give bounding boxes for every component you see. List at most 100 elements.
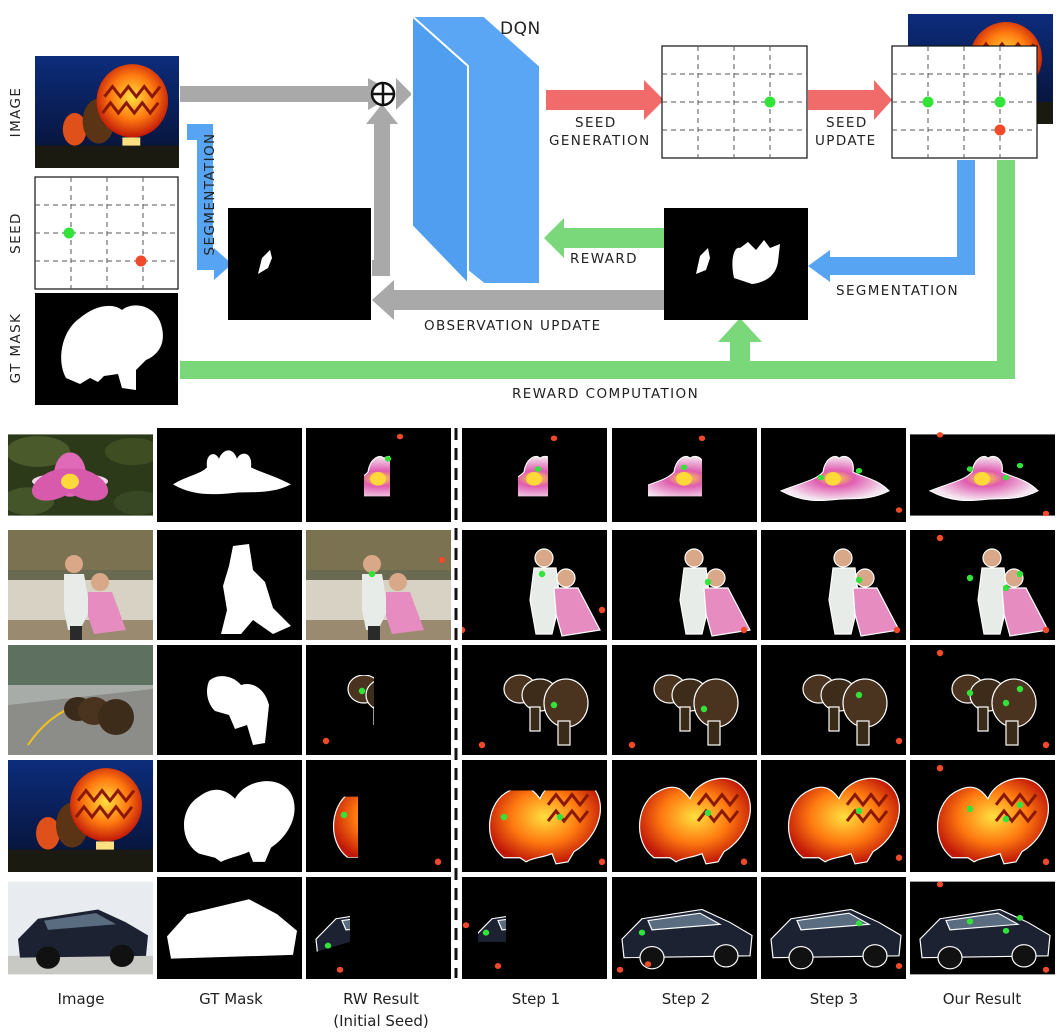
positive-seed-dot bbox=[1002, 699, 1010, 707]
result-step1-kids bbox=[462, 530, 607, 640]
positive-seed-dot bbox=[966, 918, 974, 925]
column-label-image: Image bbox=[57, 990, 105, 1008]
positive-seed-dot bbox=[1002, 927, 1010, 934]
positive-seed-dot bbox=[855, 576, 863, 584]
result-step1-car bbox=[462, 877, 607, 979]
seed-update-label-2: UPDATE bbox=[815, 133, 877, 149]
result-step2-kids bbox=[612, 530, 757, 640]
negative-seed-dot bbox=[598, 606, 606, 614]
result-image-car bbox=[8, 882, 153, 975]
new-seed-dot bbox=[764, 96, 776, 108]
result-step1-balloon bbox=[462, 760, 607, 872]
positive-seed-dot bbox=[855, 807, 863, 815]
plus-to-dqn-arrow-head bbox=[396, 78, 412, 110]
negative-seed-dot bbox=[434, 858, 442, 866]
positive-seed-dot bbox=[966, 466, 974, 472]
column-label-step2: Step 2 bbox=[661, 990, 711, 1008]
negative-seed-dot bbox=[550, 435, 558, 441]
negative-seed-dot bbox=[740, 858, 748, 866]
negative-seed-dot bbox=[895, 963, 903, 969]
reward-arrow bbox=[562, 228, 664, 248]
result-step2-car bbox=[612, 877, 757, 979]
negative-seed-dot bbox=[478, 741, 486, 749]
negative-seed-dot bbox=[336, 966, 344, 973]
seed-generation-label-1: SEED bbox=[575, 115, 617, 131]
initial-segmentation-mask bbox=[228, 208, 371, 320]
positive-seed-dot bbox=[966, 689, 974, 697]
positive-seed-dot bbox=[1002, 474, 1010, 481]
negative-seed-dot bbox=[936, 764, 944, 772]
input-gt-mask-label: GT MASK bbox=[8, 313, 24, 384]
positive-seed-dot bbox=[855, 920, 863, 927]
result-image-lily bbox=[2, 434, 162, 515]
negative-seed-dot bbox=[598, 858, 606, 866]
negative-seed-dot bbox=[1042, 741, 1050, 749]
positive-seed-dot bbox=[550, 701, 558, 709]
result-gt-mask-kids bbox=[157, 530, 302, 640]
negative-seed-dot bbox=[895, 507, 903, 513]
concat-operator-icon bbox=[370, 81, 396, 107]
result-rw-kids bbox=[306, 530, 451, 640]
observation-update-label: OBSERVATION UPDATE bbox=[424, 318, 602, 334]
results-grid bbox=[2, 428, 1055, 979]
updated-seed-grid bbox=[891, 14, 1053, 159]
input-seed-label: SEED bbox=[8, 212, 24, 254]
result-ours-bison bbox=[910, 645, 1055, 755]
result-gt-mask-car bbox=[157, 877, 302, 979]
column-label-our-result: Our Result bbox=[942, 990, 1022, 1008]
negative-seed-dot bbox=[616, 966, 624, 973]
result-step2-bison bbox=[612, 645, 757, 755]
positive-seed-dot bbox=[966, 805, 974, 813]
negative-seed-dot bbox=[644, 961, 652, 968]
input-image-label: IMAGE bbox=[8, 87, 24, 138]
negative-seed-dot bbox=[1042, 626, 1050, 634]
rw-result-title: RW Result bbox=[343, 990, 419, 1008]
result-gt-mask-balloon bbox=[157, 760, 302, 872]
segmentation-left-label: SEGMENTATION bbox=[202, 133, 218, 256]
negative-seed-dot bbox=[895, 737, 903, 745]
negative-seed-dot bbox=[135, 255, 147, 267]
positive-seed-dot bbox=[1016, 801, 1024, 809]
column-label-step3: Step 3 bbox=[809, 990, 859, 1008]
seed-generation-arrow bbox=[546, 90, 646, 110]
result-step1-lily bbox=[462, 428, 607, 522]
positive-seed-dot bbox=[638, 929, 646, 936]
result-rw-bison bbox=[306, 645, 451, 755]
new-segmentation-mask bbox=[664, 208, 808, 320]
reward-computation-label: REWARD COMPUTATION bbox=[512, 386, 699, 402]
negative-seed-dot bbox=[936, 432, 944, 438]
result-step2-lily bbox=[612, 428, 757, 522]
segmentation-left-arrow bbox=[187, 124, 216, 270]
negative-seed-dot bbox=[494, 963, 502, 969]
seed-update-label-1: SEED bbox=[826, 115, 868, 131]
result-image-kids bbox=[8, 530, 153, 640]
input-gt-mask bbox=[35, 293, 178, 405]
negative-seed-dot bbox=[936, 649, 944, 657]
negative-seed-dot bbox=[1042, 858, 1050, 866]
positive-seed-dot bbox=[358, 687, 366, 695]
dqn-label: DQN bbox=[500, 19, 541, 39]
positive-seed-dot bbox=[855, 467, 863, 474]
result-step3-car bbox=[761, 877, 906, 979]
column-label-gt-mask: GT Mask bbox=[199, 990, 263, 1008]
positive-seed-dot bbox=[1016, 462, 1024, 469]
result-ours-lily bbox=[910, 432, 1055, 516]
positive-seed-dot bbox=[700, 705, 708, 713]
segmentation-right-arrow bbox=[828, 160, 975, 275]
positive-seed-dot bbox=[704, 809, 712, 817]
reward-label: REWARD bbox=[570, 251, 638, 267]
negative-seed-dot bbox=[438, 556, 446, 564]
positive-seed-dot bbox=[534, 466, 542, 472]
result-ours-car bbox=[910, 881, 1055, 974]
result-image-bison bbox=[8, 645, 153, 755]
positive-seed-dot bbox=[63, 227, 75, 239]
generated-seed-grid bbox=[661, 45, 808, 159]
negative-seed-dot bbox=[895, 854, 903, 862]
result-step1-bison bbox=[462, 645, 607, 755]
positive-seed-dot bbox=[324, 942, 332, 949]
mask-to-plus-arrow bbox=[372, 122, 390, 276]
seed-update-arrow bbox=[808, 90, 876, 110]
result-step3-balloon bbox=[761, 760, 906, 872]
positive-seed-dot bbox=[704, 578, 712, 586]
